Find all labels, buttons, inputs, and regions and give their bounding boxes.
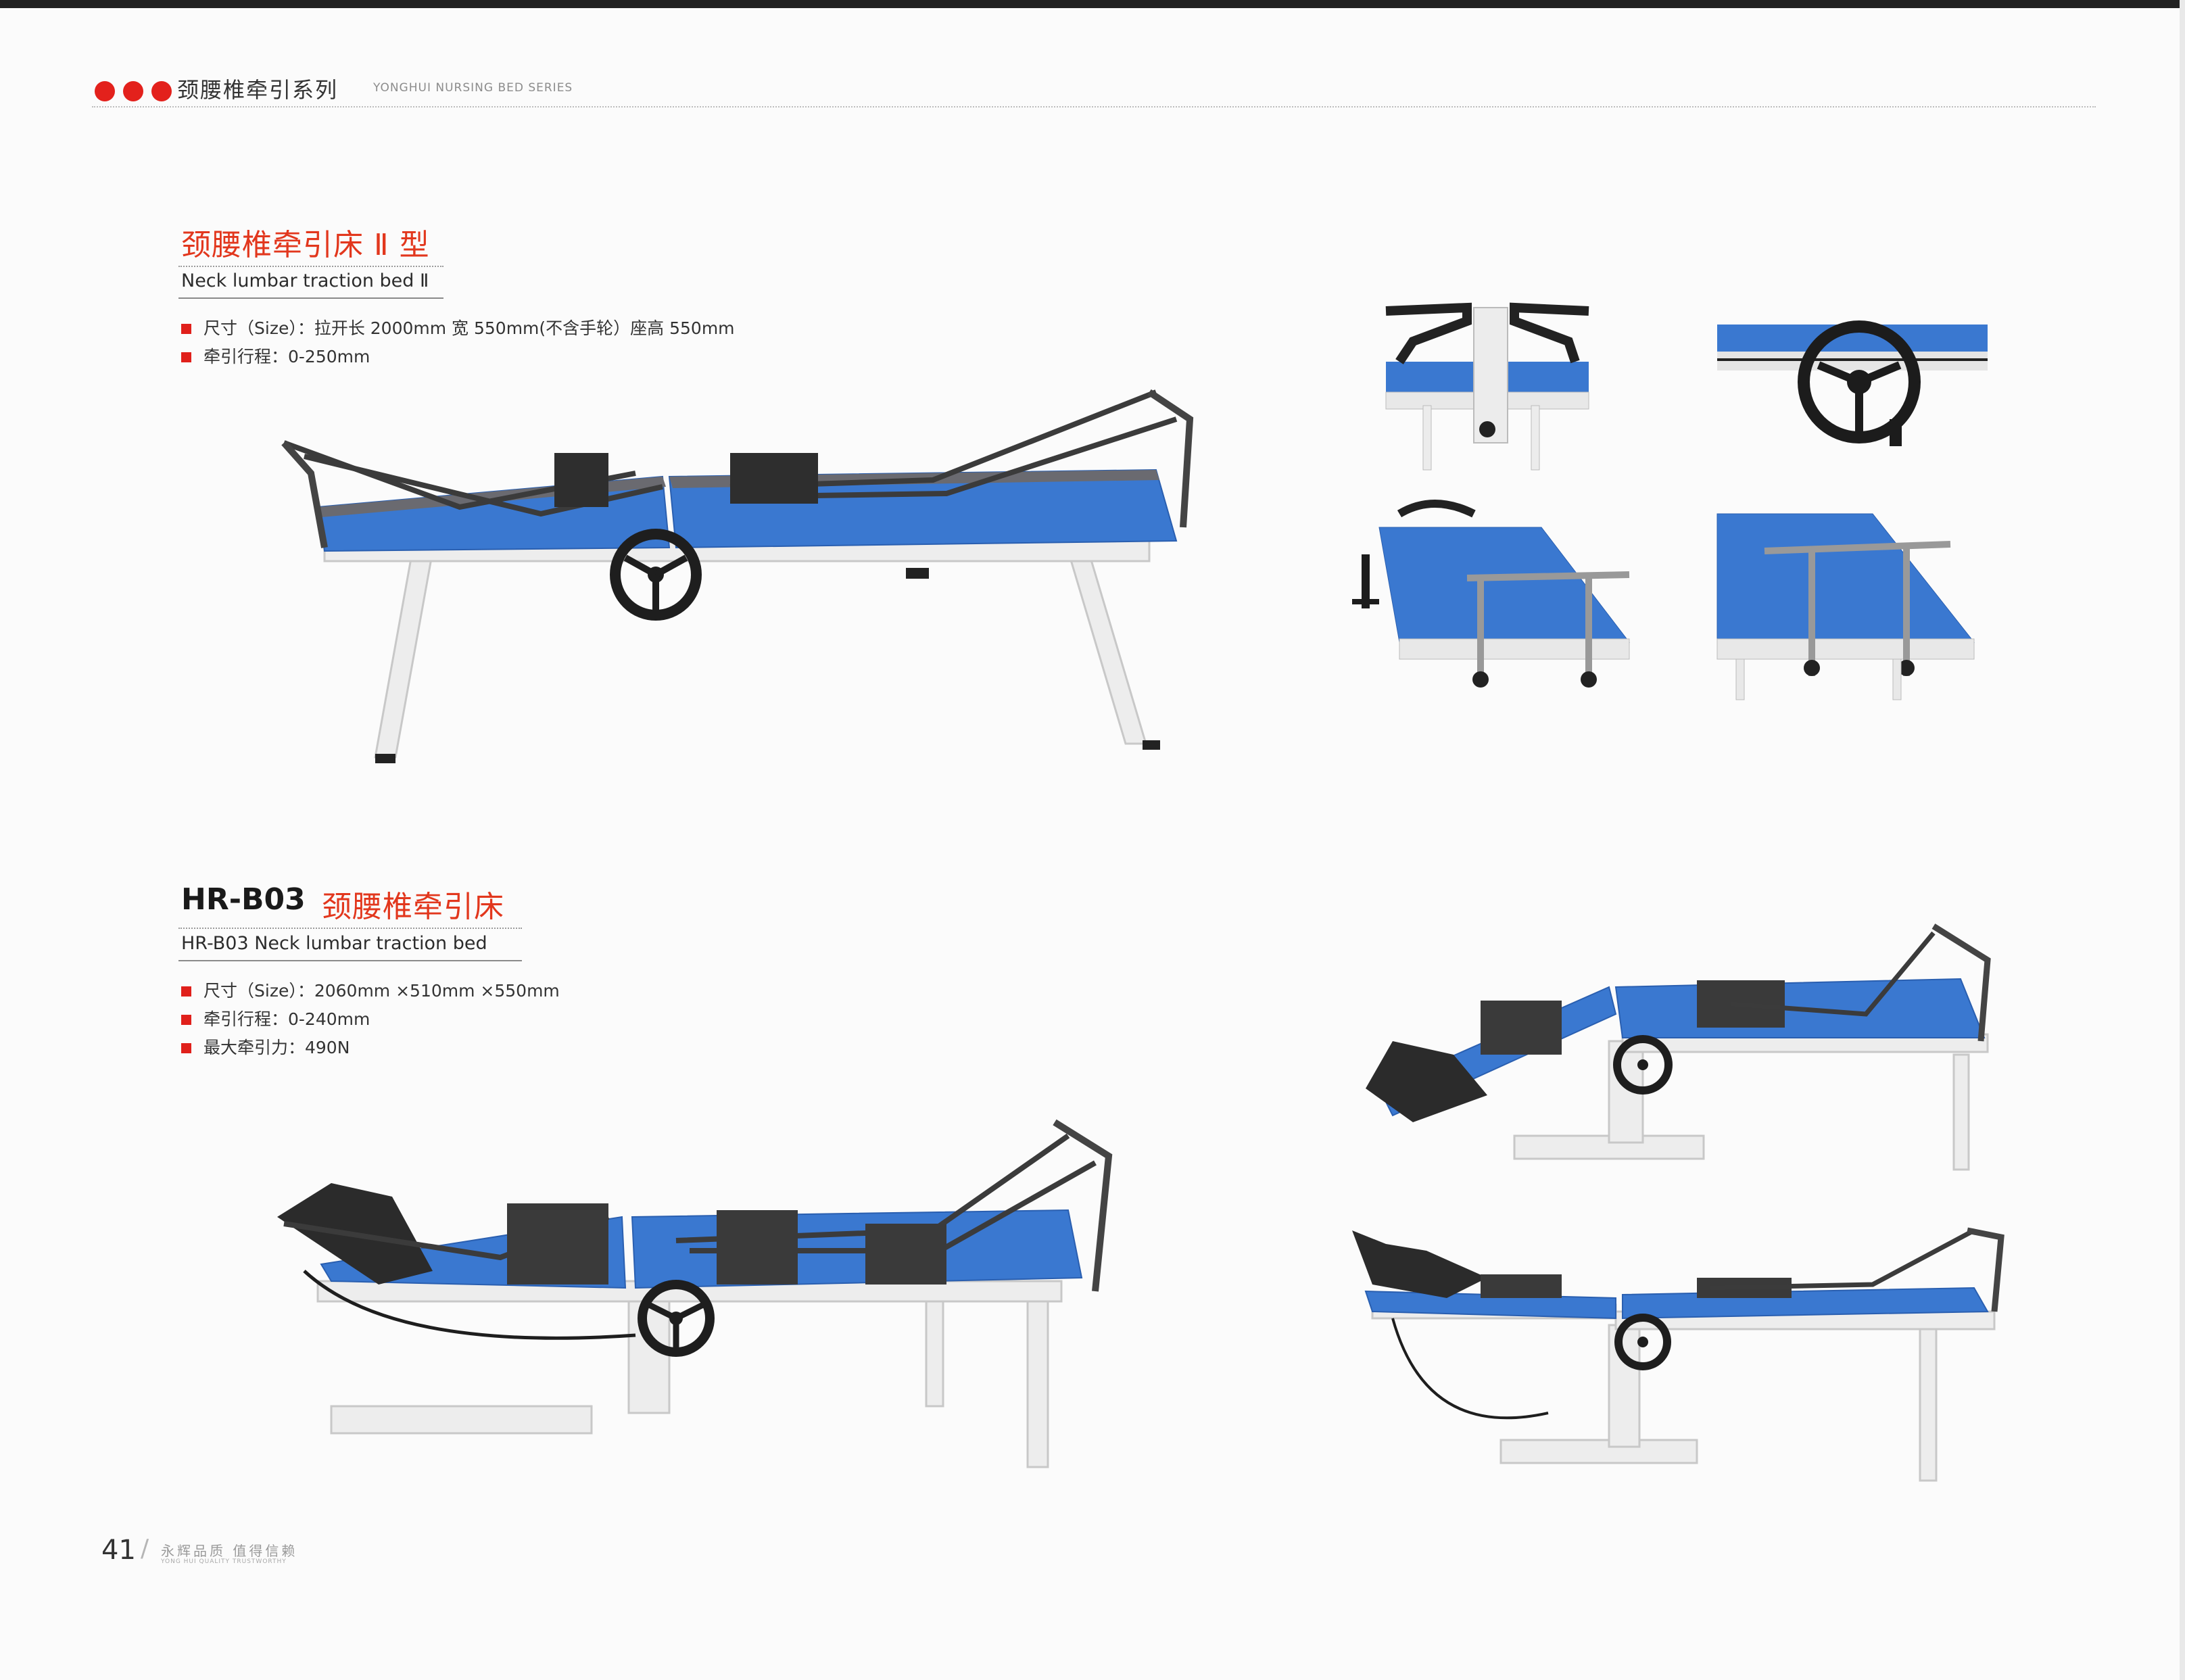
series-title-en: YONGHUI NURSING BED SERIES (373, 81, 573, 95)
product-2-title-divider (178, 928, 522, 929)
red-square-bullet-icon (181, 352, 191, 362)
spec-text: 牵引行程：0-250mm (203, 347, 370, 366)
footer-slogan-en: YONG HUI QUALITY TRUSTWORTHY (161, 1558, 287, 1565)
product-2-flat-photo (1345, 1224, 2021, 1494)
series-dots (95, 81, 172, 101)
red-square-bullet-icon (181, 1042, 191, 1053)
spec-text: 尺寸（Size）：拉开长 2000mm 宽 550mm(不含手轮）座高 550m… (203, 318, 735, 338)
product-1-title-en: Neck lumbar traction bed Ⅱ (181, 270, 429, 291)
spec-item: 牵引行程：0-240mm (181, 1005, 560, 1034)
red-dot-icon (123, 81, 143, 101)
red-square-bullet-icon (181, 1014, 191, 1025)
spec-text: 尺寸（Size）：2060mm ×510mm ×550mm (203, 981, 560, 1001)
red-dot-icon (95, 81, 115, 101)
product-2-main-photo (257, 1109, 1176, 1487)
product-2-tilted-photo (1352, 919, 2015, 1190)
footer-slash: / (141, 1535, 149, 1562)
product-2-model: HR-B03 (181, 882, 306, 917)
product-2-subtitle-divider (178, 960, 522, 961)
series-title-cn: 颈腰椎牵引系列 (177, 77, 339, 103)
product-2-specs: 尺寸（Size）：2060mm ×510mm ×550mm 牵引行程：0-240… (181, 977, 560, 1062)
product-2-title-en: HR-B03 Neck lumbar traction bed (181, 933, 487, 954)
spec-text: 牵引行程：0-240mm (203, 1009, 370, 1029)
red-square-bullet-icon (181, 323, 191, 334)
page-edge (2180, 0, 2185, 1680)
product-2-title-cn: 颈腰椎牵引床 (322, 890, 504, 924)
product-1-title-divider (178, 266, 443, 267)
detail-photo-head-frame (1372, 297, 1602, 473)
product-1-subtitle-divider (178, 297, 443, 299)
detail-photo-side-rail (1339, 487, 1650, 710)
spec-item: 尺寸（Size）：2060mm ×510mm ×550mm (181, 977, 560, 1005)
red-dot-icon (151, 81, 172, 101)
header-divider (92, 106, 2096, 107)
top-border (0, 0, 2185, 8)
spec-item: 牵引行程：0-250mm (181, 343, 735, 371)
detail-photo-rail-closeup (1716, 513, 1988, 710)
spec-text: 最大牵引力：490N (203, 1038, 350, 1057)
spec-item: 尺寸（Size）：拉开长 2000mm 宽 550mm(不含手轮）座高 550m… (181, 314, 735, 343)
detail-photo-handwheel (1717, 318, 1988, 466)
product-1-title-cn: 颈腰椎牵引床 Ⅱ 型 (181, 228, 430, 262)
product-1-main-photo (257, 379, 1217, 771)
red-square-bullet-icon (181, 986, 191, 997)
footer-slogan-cn: 永辉品质 值得信赖 (161, 1543, 298, 1559)
product-1-specs: 尺寸（Size）：拉开长 2000mm 宽 550mm(不含手轮）座高 550m… (181, 314, 735, 371)
spec-item: 最大牵引力：490N (181, 1034, 560, 1062)
page-number: 41 (101, 1535, 136, 1566)
